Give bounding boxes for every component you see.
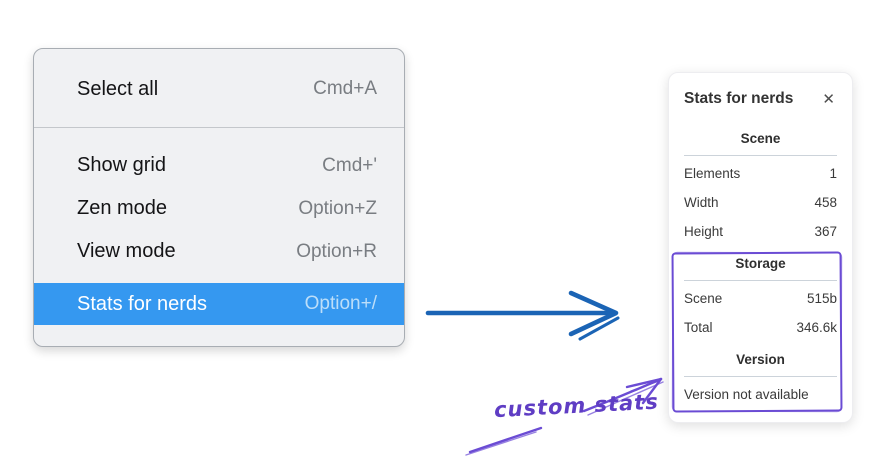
menu-item-shortcut: Cmd+' bbox=[322, 154, 377, 176]
menu-item-shortcut: Option+R bbox=[296, 240, 377, 262]
menu-item-label: Show grid bbox=[77, 154, 166, 176]
stat-row-width: Width 458 bbox=[684, 188, 837, 217]
menu-item-stats-for-nerds[interactable]: Stats for nerds Option+/ bbox=[34, 283, 404, 325]
stat-label: Width bbox=[684, 195, 719, 210]
menu-item-label: Stats for nerds bbox=[77, 292, 208, 315]
stats-panel-title: Stats for nerds bbox=[684, 90, 794, 107]
menu-item-shortcut: Option+/ bbox=[304, 293, 377, 314]
menu-item-label: Zen mode bbox=[77, 197, 168, 219]
stat-value: 1 bbox=[829, 166, 837, 181]
close-icon[interactable]: ✕ bbox=[822, 90, 835, 108]
stat-label: Elements bbox=[684, 166, 741, 181]
menu-section-top: Select all Cmd+A bbox=[34, 49, 404, 111]
stat-label: Total bbox=[684, 320, 713, 335]
section-heading-version: Version bbox=[736, 352, 785, 367]
stat-label: Height bbox=[684, 224, 724, 239]
menu-item-zen-mode[interactable]: Zen mode Option+Z bbox=[34, 187, 404, 230]
section-divider bbox=[684, 280, 837, 281]
menu-item-view-mode[interactable]: View mode Option+R bbox=[34, 230, 404, 273]
menu-item-label: Select all bbox=[77, 77, 159, 100]
stat-row-elements: Elements 1 bbox=[684, 159, 837, 188]
section-heading-scene: Scene bbox=[740, 131, 781, 146]
menu-item-show-grid[interactable]: Show grid Cmd+' bbox=[34, 144, 404, 187]
stat-value: 346.6k bbox=[796, 320, 837, 335]
section-divider bbox=[684, 376, 837, 377]
stat-row-height: Height 367 bbox=[684, 217, 837, 246]
section-heading-storage: Storage bbox=[735, 256, 786, 271]
version-note: Version not available bbox=[684, 387, 809, 402]
stat-value: 367 bbox=[814, 224, 837, 239]
stat-value: 458 bbox=[814, 195, 837, 210]
flow-arrow bbox=[425, 290, 620, 341]
storage-rows: Scene 515b Total 346.6k bbox=[684, 284, 837, 342]
annotation-text: custom stats bbox=[493, 389, 660, 423]
menu-item-label: View mode bbox=[77, 240, 176, 262]
section-divider bbox=[684, 155, 837, 156]
stats-panel-header: Stats for nerds ✕ bbox=[684, 89, 837, 109]
stats-panel: Stats for nerds ✕ Scene Elements 1 Width… bbox=[668, 72, 853, 423]
context-menu: Select all Cmd+A Show grid Cmd+' Zen mod… bbox=[33, 48, 405, 347]
menu-separator bbox=[34, 127, 404, 128]
stat-label: Scene bbox=[684, 291, 723, 306]
stat-row-total-storage: Total 346.6k bbox=[684, 313, 837, 342]
menu-item-shortcut: Cmd+A bbox=[313, 78, 377, 99]
menu-section-bottom: Show grid Cmd+' Zen mode Option+Z View m… bbox=[34, 128, 404, 325]
menu-item-shortcut: Option+Z bbox=[298, 197, 377, 219]
stat-value: 515b bbox=[806, 291, 837, 306]
scene-rows: Elements 1 Width 458 Height 367 bbox=[684, 159, 837, 246]
stat-row-scene-storage: Scene 515b bbox=[684, 284, 837, 313]
menu-item-select-all[interactable]: Select all Cmd+A bbox=[34, 67, 404, 111]
